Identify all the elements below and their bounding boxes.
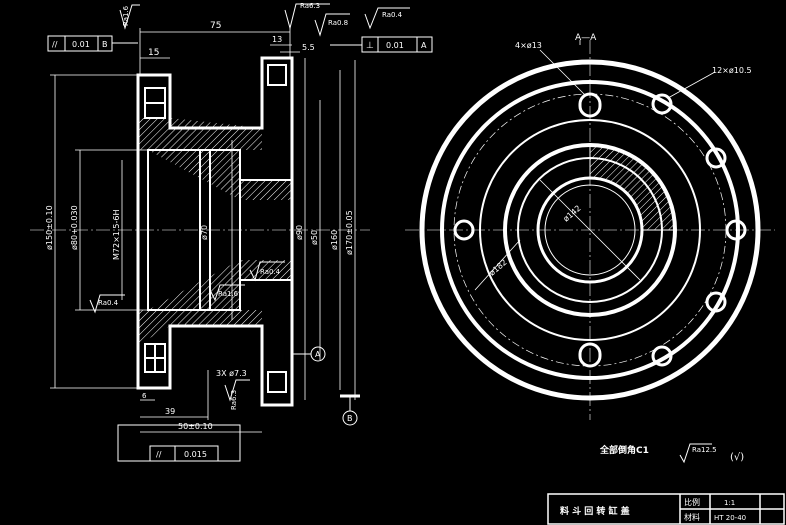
dim-15: 15 <box>148 48 159 58</box>
bolt-holes <box>453 93 747 367</box>
datum-markers <box>292 346 360 426</box>
dim-5-5: 5.5 <box>302 43 315 52</box>
section-label: A—A <box>575 33 597 43</box>
ra-0-8: Ra0.8 <box>328 19 348 27</box>
dim-6: 6 <box>142 392 147 400</box>
parallel-symbol: // <box>52 40 58 49</box>
tolerance-frame-perpendicular <box>330 36 433 53</box>
slot-holes <box>578 92 602 368</box>
dia-70: ø70 <box>200 225 209 240</box>
end-view-hatching <box>589 144 676 231</box>
ra-6-3-bottom: Ra6.3 <box>230 390 238 410</box>
bottom-tol-symbol: // <box>156 450 162 459</box>
end-view-leaders <box>474 40 716 291</box>
tolerance-frame-bottom <box>117 424 241 462</box>
chamfer-note: 全部倒角C1 <box>599 444 649 456</box>
ra-0-4-top: Ra0.4 <box>382 11 403 19</box>
dia-150: ø150±0.10 <box>45 205 54 250</box>
parallel-value: 0.01 <box>72 40 90 49</box>
section-hatching <box>138 118 292 345</box>
dia-50: ø50 <box>310 230 319 245</box>
dia-160: ø160 <box>330 230 339 250</box>
chamfer-holes: 3X ø7.3 <box>216 369 247 378</box>
section-annotations: 75 15 13 5.5 39 50±0.10 6 ø150±0.10 ø80+… <box>45 2 427 459</box>
ra-0-4-mid: Ra0.4 <box>260 268 281 276</box>
dimension-lines <box>50 28 356 433</box>
holes-4: 4×ø13 <box>515 41 542 50</box>
part-name: 料 斗 回 转 缸 盖 <box>560 505 630 517</box>
section-body <box>136 56 294 407</box>
ra-0-4-left: Ra0.4 <box>98 299 119 307</box>
dim-13: 13 <box>272 35 282 44</box>
dim-39: 39 <box>165 407 175 416</box>
perp-ref: A <box>421 41 427 50</box>
section-view: 75 15 13 5.5 39 50±0.10 6 ø150±0.10 ø80+… <box>30 2 433 462</box>
bottom-tol-value: 0.015 <box>184 450 207 459</box>
flange-holes-detail <box>144 64 287 393</box>
material-value: HT 20-40 <box>714 514 746 522</box>
dia-90: ø90 <box>295 225 304 240</box>
dim-75: 75 <box>210 21 221 31</box>
holes-12: 12×ø10.5 <box>712 66 752 75</box>
perp-value: 0.01 <box>386 41 404 50</box>
dia-142: ø142 <box>562 204 583 224</box>
dia-182: ø182 <box>488 258 509 278</box>
dia-80: ø80+0.030 <box>70 205 79 250</box>
end-view: A—A 4×ø13 12×ø10.5 ø142 ø182 <box>405 33 775 420</box>
inner-rim <box>440 80 740 380</box>
title-block: 料 斗 回 转 缸 盖 比例 1:1 材料 HT 20-40 <box>547 493 785 525</box>
dim-50: 50±0.10 <box>178 422 213 431</box>
check-symbol: (√) <box>730 452 744 463</box>
ra-6-3-top: Ra6.3 <box>300 2 320 10</box>
scale-value: 1:1 <box>724 499 735 507</box>
ra-12-5: Ra12.5 <box>692 446 717 454</box>
datum-a: A <box>315 350 321 359</box>
outer-rim <box>419 59 761 401</box>
roughness-symbols <box>89 3 410 402</box>
roughness-note-symbol <box>679 443 712 464</box>
scale-label: 比例 <box>684 497 700 507</box>
datum-b: B <box>347 414 353 423</box>
material-label: 材料 <box>684 512 700 522</box>
ra-1-6-mid: Ra1.6 <box>218 290 239 298</box>
perp-symbol: ⊥ <box>366 41 374 51</box>
thread-spec: M72×1.5-6H <box>112 210 121 261</box>
middle-ring <box>479 119 701 341</box>
notes: 全部倒角C1 Ra12.5 (√) <box>599 443 744 464</box>
ra-1-6-top: Ra1.6 <box>122 5 130 26</box>
dia-170: ø170±0.05 <box>345 210 354 255</box>
tolerance-frame-parallel <box>47 35 138 52</box>
bore-inner <box>544 184 636 276</box>
parallel-ref: B <box>102 40 108 49</box>
